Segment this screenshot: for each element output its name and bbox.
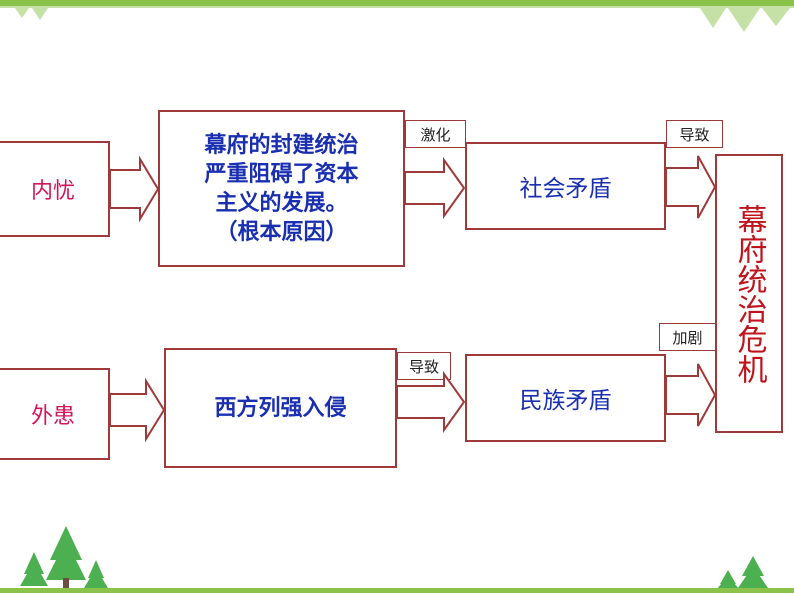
label-lead-top: 导致 — [666, 120, 723, 148]
cause-line-1: 幕府的封建统治 — [204, 132, 359, 158]
arrow-national-to-result — [665, 363, 717, 427]
result-label: 幕府统治危机 — [731, 203, 767, 384]
label-intensify: 激化 — [405, 120, 466, 148]
internal-box: 内忧 — [0, 141, 110, 237]
external-label: 外患 — [30, 404, 75, 429]
arrow-social-to-result — [665, 155, 717, 219]
top-decoration — [15, 8, 790, 32]
arrow-internal-to-cause — [109, 155, 160, 223]
internal-label: 内忧 — [30, 179, 75, 204]
arrow-external-to-invasion — [109, 377, 166, 443]
cause-line-3: 主义的发展。 — [215, 190, 348, 216]
arrow-invasion-to-national — [396, 370, 466, 434]
invasion-label: 西方列强入侵 — [214, 395, 347, 421]
social-box: 社会矛盾 — [465, 142, 666, 230]
bottom-green-bar — [0, 588, 794, 593]
top-green-bar — [0, 0, 794, 6]
cause-line-4: （根本原因） — [215, 219, 348, 245]
national-label: 民族矛盾 — [519, 388, 612, 414]
label-aggravate: 加剧 — [659, 323, 716, 351]
result-box: 幕府统治危机 — [715, 154, 783, 433]
social-label: 社会矛盾 — [519, 176, 612, 202]
cause-box: 幕府的封建统治 严重阻碍了资本 主义的发展。 （根本原因） — [158, 110, 405, 267]
arrow-cause-to-social — [404, 156, 466, 220]
external-box: 外患 — [0, 368, 110, 460]
national-box: 民族矛盾 — [465, 354, 666, 442]
label-lead-bottom: 导致 — [397, 352, 451, 380]
top-light-bar — [0, 6, 794, 8]
cause-line-2: 严重阻碍了资本 — [204, 161, 359, 187]
